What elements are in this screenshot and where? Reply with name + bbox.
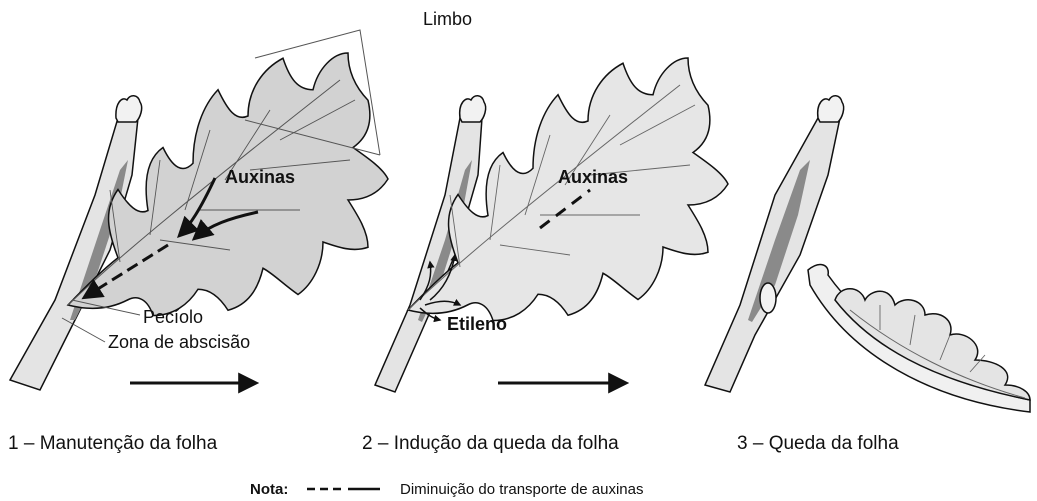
label-zona-de-abscisao: Zona de abscisão bbox=[108, 332, 250, 352]
caption-stage-1: 1 – Manutenção da folha bbox=[8, 433, 218, 454]
label-auxinas-1: Auxinas bbox=[225, 167, 295, 187]
stem-3 bbox=[705, 96, 844, 392]
label-etileno: Etileno bbox=[447, 314, 507, 334]
panel-2-leaf-drop-induction bbox=[375, 58, 728, 392]
fallen-leaf bbox=[808, 265, 1030, 412]
note-title: Nota: bbox=[250, 481, 288, 498]
caption-stage-3: 3 – Queda da folha bbox=[737, 433, 899, 454]
note-text: Diminuição do transporte de auxinas bbox=[400, 481, 643, 498]
caption-stage-2: 2 – Indução da queda da folha bbox=[362, 433, 619, 454]
label-auxinas-2: Auxinas bbox=[558, 167, 628, 187]
legend-note: Nota: Diminuição do transporte de auxina… bbox=[250, 481, 643, 498]
label-limbo: Limbo bbox=[423, 9, 472, 29]
label-peciolo: Pecíolo bbox=[143, 307, 203, 327]
panel-3-leaf-drop bbox=[705, 96, 1030, 412]
